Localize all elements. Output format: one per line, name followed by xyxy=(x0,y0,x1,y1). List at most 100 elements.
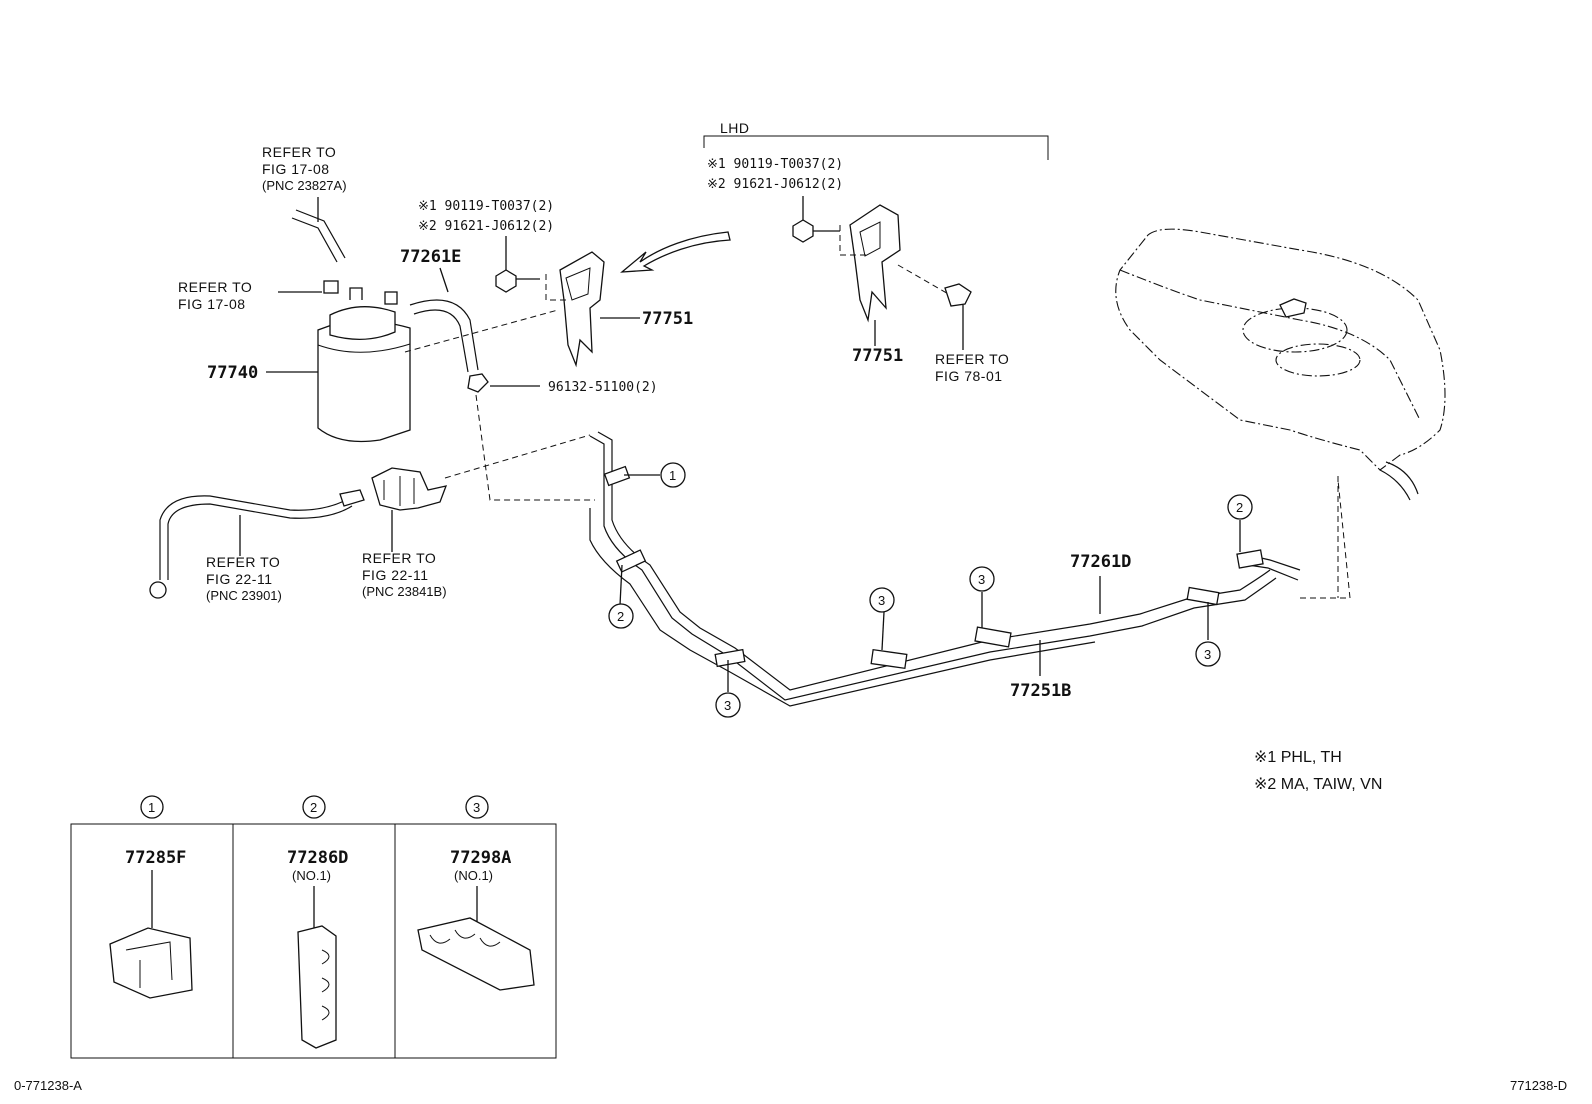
svg-text:3: 3 xyxy=(978,572,985,587)
refer-22-11-a-line1: REFER TO xyxy=(206,554,280,570)
small-fitting-icon-2 xyxy=(384,291,398,305)
note-1: ※1 PHL, TH xyxy=(1254,749,1342,766)
fuel-tank-outline xyxy=(1115,228,1446,471)
canister-dash xyxy=(404,309,559,353)
legend-sub-3: (NO.1) xyxy=(454,868,493,883)
lhd-bracket-icon xyxy=(849,204,901,323)
fuel-tank-recess xyxy=(1275,343,1361,377)
hose-e-group: 77261E 96132-51100(2) xyxy=(400,247,658,501)
hose-e-leader xyxy=(439,267,449,293)
clamp-2-icon xyxy=(615,549,647,573)
legend-num-1: 1 xyxy=(148,800,155,815)
refer-22-11-b-line3: (PNC 23841B) xyxy=(362,584,447,599)
canister-seam xyxy=(317,343,411,353)
lhd-bolt-1-label: ※1 90119-T0037(2) xyxy=(707,157,843,172)
small-fitting-icon xyxy=(323,280,339,294)
callout-circle-1: 1 xyxy=(660,462,686,488)
lhd-bracket-line xyxy=(703,135,1049,160)
tube-assembly-group: 77261D 77251B xyxy=(589,431,1301,707)
bracket-left-part-number: 77751 xyxy=(642,309,693,329)
svg-text:3: 3 xyxy=(878,593,885,608)
canister-top-icon xyxy=(329,306,396,340)
bolt-2-label: ※2 91621-J0612(2) xyxy=(418,219,554,234)
clamp-3-icon-d xyxy=(1186,586,1220,606)
clamp-1-icon xyxy=(603,465,631,487)
refer-22-11-b-line1: REFER TO xyxy=(362,550,436,566)
refer-17-08-pnc-line2: FIG 17-08 xyxy=(262,161,330,177)
tube-d-part-number: 77261D xyxy=(1070,552,1131,572)
refer-22-11-a-line2: FIG 22-11 xyxy=(206,571,273,587)
legend-dividers xyxy=(232,824,396,1058)
tube-line-1 xyxy=(597,431,1271,691)
clamp-77286d-icon xyxy=(297,925,337,1049)
callout-circle-2: 2 xyxy=(1227,494,1253,520)
legend-item-1: 1 77285F xyxy=(109,795,193,999)
fuel-tank-dash xyxy=(1300,476,1351,599)
hose-e-icon xyxy=(409,299,479,373)
clamp-77286d-detail xyxy=(321,949,330,1021)
lhd-bolt-2-label: ※2 91621-J0612(2) xyxy=(707,177,843,192)
bolt-icon xyxy=(495,269,517,293)
elbow-hose-icon xyxy=(291,209,346,263)
clamp-3-icon-b xyxy=(870,648,908,670)
lhd-group: LHD ※1 90119-T0037(2) ※2 91621-J0612(2) … xyxy=(620,120,1049,384)
legend-item-3: 3 77298A (NO.1) xyxy=(417,795,535,991)
bracket-left-detail xyxy=(565,267,591,301)
clip-96132-part-number: 96132-51100(2) xyxy=(548,380,658,395)
svg-text:3: 3 xyxy=(1204,647,1211,662)
canister-group: REFER TO FIG 17-08 (PNC 23827A) REFER TO… xyxy=(178,144,559,443)
callout-2-leader xyxy=(619,564,623,606)
lhd-bracket-part-number: 77751 xyxy=(852,346,903,366)
bracket-left-group: ※1 90119-T0037(2) ※2 91621-J0612(2) 7775… xyxy=(418,199,693,368)
bolt-1-label: ※1 90119-T0037(2) xyxy=(418,199,554,214)
callout-circle-3: 3 xyxy=(1195,641,1221,667)
legend-sub-2: (NO.1) xyxy=(292,868,331,883)
tube-line-2 xyxy=(589,435,1277,701)
bracket-left-dash xyxy=(545,274,566,301)
legend-circle-1 xyxy=(140,795,164,819)
lhd-bracket-dash xyxy=(839,225,870,256)
clamp-77298a-icon xyxy=(417,917,535,991)
hose-e-part-number: 77261E xyxy=(400,247,461,267)
lhd-clip-icon xyxy=(944,283,972,307)
clamp-2-icon-b xyxy=(1236,549,1264,569)
note-2: ※2 MA, TAIW, VN xyxy=(1254,776,1382,793)
legend-item-2: 2 77286D (NO.1) xyxy=(287,795,348,1049)
region-notes: ※1 PHL, TH ※2 MA, TAIW, VN xyxy=(1254,749,1382,793)
refer-17-08-line1: REFER TO xyxy=(178,279,252,295)
refer-22-11-a-line3: (PNC 23901) xyxy=(206,588,282,603)
vapor-hose-group: REFER TO FIG 22-11 (PNC 23901) REFER TO … xyxy=(149,434,591,603)
canister-port-icon xyxy=(349,287,363,300)
bracket-left-icon xyxy=(559,251,605,368)
vapor-hose-connector-icon xyxy=(149,581,167,599)
callout-circle-3: 3 xyxy=(715,692,741,718)
clip-dash xyxy=(475,394,595,501)
legend-part-2: 77286D xyxy=(287,848,348,868)
svg-text:2: 2 xyxy=(617,609,624,624)
refer-17-08-line2: FIG 17-08 xyxy=(178,296,246,312)
clamp-77285f-detail xyxy=(125,941,173,988)
refer-17-08-pnc-line3: (PNC 23827A) xyxy=(262,178,347,193)
footer-right-code: 771238-D xyxy=(1510,1078,1567,1093)
legend-part-1: 77285F xyxy=(125,848,186,868)
svg-text:2: 2 xyxy=(1236,500,1243,515)
callout-3-leader-b xyxy=(881,611,885,651)
callout-circle-3: 3 xyxy=(869,587,895,613)
lhd-bolt-icon xyxy=(792,219,814,243)
refer-17-08-pnc-line1: REFER TO xyxy=(262,144,336,160)
tube-line-3 xyxy=(589,508,1096,707)
vapor-hose-icon xyxy=(159,495,353,580)
legend-frame xyxy=(70,823,557,1059)
canister-part-number: 77740 xyxy=(207,363,258,383)
clamp-77285f-icon xyxy=(109,927,193,999)
callout-circle-2: 2 xyxy=(608,603,634,629)
arrow-icon xyxy=(620,231,731,273)
fuel-tank-edge xyxy=(1119,269,1421,421)
legend-circle-2 xyxy=(302,795,326,819)
clamp-legend: 1 77285F 2 77286D (NO.1) 3 77298A (NO.1) xyxy=(70,795,557,1059)
footer-left-code: 0-771238-A xyxy=(14,1078,82,1093)
refer-78-01-line2: FIG 78-01 xyxy=(935,368,1003,384)
lhd-label: LHD xyxy=(720,120,750,136)
